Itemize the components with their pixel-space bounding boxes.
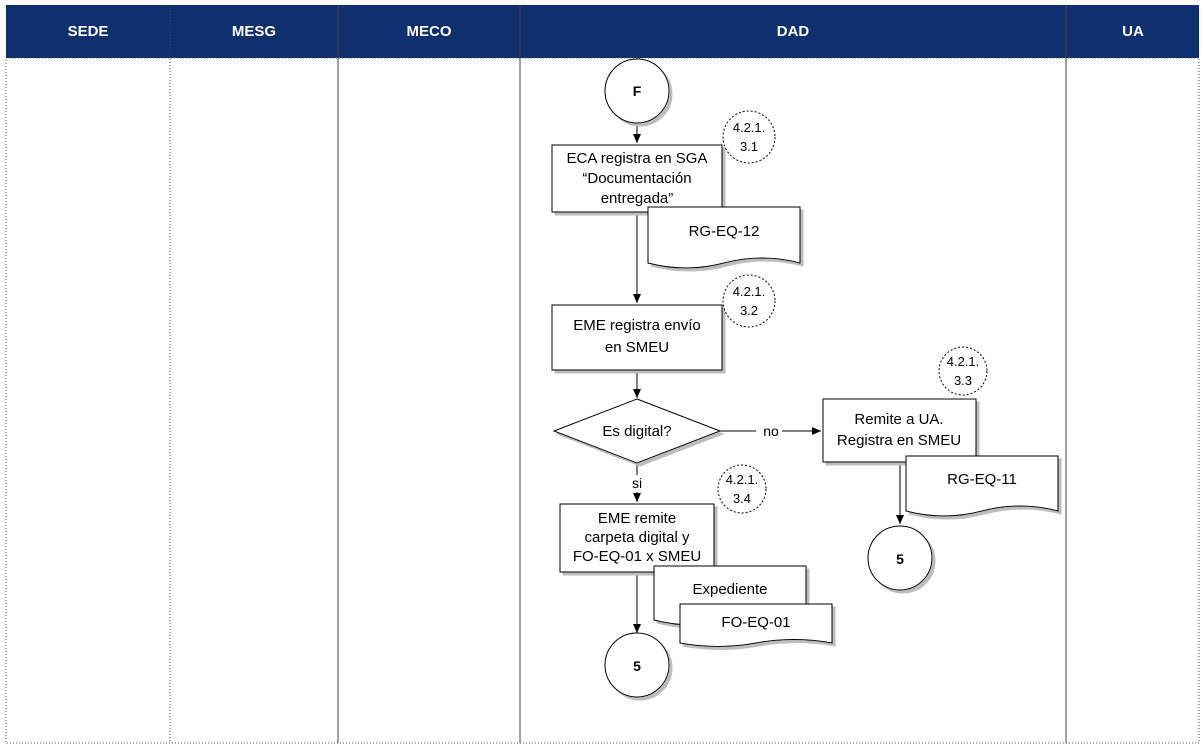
connector-5-right: 5 bbox=[867, 525, 933, 591]
process-eca-registra-line1: ECA registra en SGA bbox=[567, 150, 708, 167]
lane-title-dad: DAD bbox=[777, 23, 810, 40]
lane-title-meco: MECO bbox=[407, 23, 452, 40]
connector-f: F bbox=[604, 58, 670, 124]
process-eca-registra: ECA registra en SGA “Documentación entre… bbox=[551, 144, 723, 213]
edge-label-si: si bbox=[632, 475, 642, 491]
ref-step-3-4-line1: 4.2.1. bbox=[726, 472, 759, 487]
process-eme-remite-carpeta-line3: FO-EQ-01 x SMEU bbox=[573, 548, 701, 565]
decision-es-digital: Es digital? bbox=[552, 398, 722, 464]
process-eca-registra-line2: “Documentación bbox=[582, 170, 691, 187]
lane-dividers bbox=[169, 5, 1067, 743]
document-expediente-label: Expediente bbox=[692, 581, 767, 598]
document-rg-eq-12: RG-EQ-12 bbox=[647, 206, 801, 269]
decision-es-digital-label: Es digital? bbox=[602, 423, 671, 440]
ref-step-3-3: 4.2.1. 3.3 bbox=[938, 346, 988, 396]
process-eca-registra-line3: entregada” bbox=[601, 190, 674, 207]
lane-title-ua: UA bbox=[1122, 23, 1144, 40]
ref-step-3-3-line2: 3.3 bbox=[954, 373, 972, 388]
connector-5-bottom-label: 5 bbox=[633, 658, 641, 674]
ref-step-3-3-line1: 4.2.1. bbox=[947, 354, 980, 369]
document-rg-eq-11: RG-EQ-11 bbox=[905, 455, 1059, 517]
edge-label-no: no bbox=[763, 423, 779, 439]
process-eme-registra-envio-line2: en SMEU bbox=[605, 339, 669, 356]
ref-step-3-2: 4.2.1. 3.2 bbox=[722, 274, 776, 328]
process-eme-registra-envio-line1: EME registra envío bbox=[573, 317, 701, 334]
process-eme-remite-carpeta: EME remite carpeta digital y FO-EQ-01 x … bbox=[559, 503, 715, 573]
document-fo-eq-01-label: FO-EQ-01 bbox=[721, 614, 790, 631]
process-eme-registra-envio: EME registra envío en SMEU bbox=[551, 304, 723, 371]
document-rg-eq-11-label: RG-EQ-11 bbox=[947, 471, 1017, 488]
process-remite-a-ua-line2: Registra en SMEU bbox=[837, 432, 961, 449]
process-eme-remite-carpeta-line2: carpeta digital y bbox=[584, 529, 690, 546]
ref-step-3-4: 4.2.1. 3.4 bbox=[717, 464, 767, 514]
connector-f-label: F bbox=[633, 83, 642, 99]
ref-step-3-2-line2: 3.2 bbox=[740, 303, 758, 318]
ref-step-3-1-line1: 4.2.1. bbox=[733, 120, 766, 135]
process-remite-a-ua: Remite a UA. Registra en SMEU bbox=[822, 398, 977, 463]
ref-step-3-1: 4.2.1. 3.1 bbox=[722, 110, 776, 164]
process-eme-remite-carpeta-line1: EME remite bbox=[598, 510, 676, 527]
document-rg-eq-12-label: RG-EQ-12 bbox=[689, 223, 760, 240]
process-remite-a-ua-line1: Remite a UA. bbox=[854, 411, 943, 428]
document-fo-eq-01: FO-EQ-01 bbox=[679, 603, 833, 647]
ref-step-3-1-line2: 3.1 bbox=[740, 139, 758, 154]
ref-step-3-2-line1: 4.2.1. bbox=[733, 284, 766, 299]
connector-5-right-label: 5 bbox=[896, 551, 904, 567]
ref-step-3-4-line2: 3.4 bbox=[733, 491, 751, 506]
lane-title-mesg: MESG bbox=[232, 23, 276, 40]
lane-title-sede: SEDE bbox=[68, 23, 109, 40]
connector-5-bottom: 5 bbox=[604, 632, 670, 698]
lane-header-bar bbox=[6, 5, 1199, 58]
edges bbox=[633, 113, 904, 633]
